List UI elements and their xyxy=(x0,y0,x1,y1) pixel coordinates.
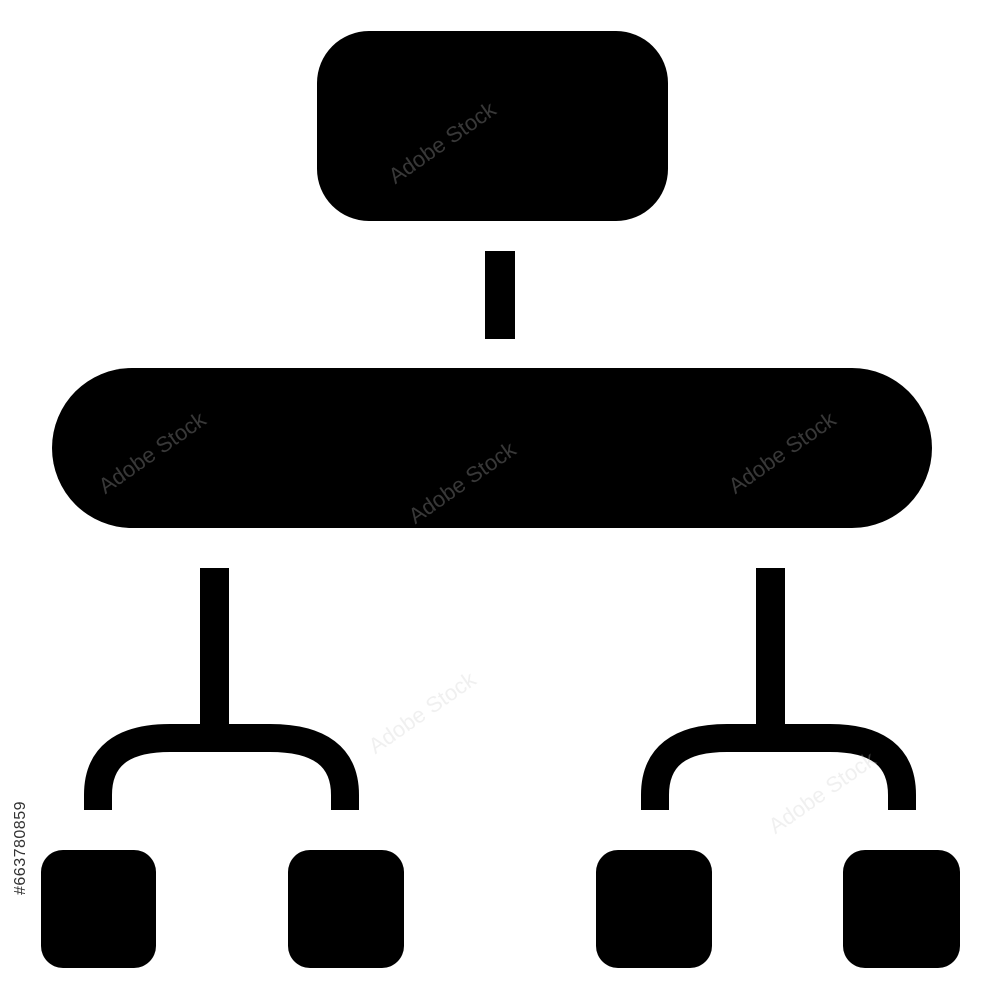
left-branch-arc xyxy=(84,724,359,810)
left-branch-stem xyxy=(200,568,229,728)
right-branch-arc xyxy=(641,724,916,810)
top-node xyxy=(317,31,668,221)
middle-bar-node xyxy=(52,368,932,528)
leaf-node-1 xyxy=(41,850,156,968)
stock-id-label: #663780859 xyxy=(10,758,32,938)
leaf-node-2 xyxy=(288,850,404,968)
right-branch-stem xyxy=(756,568,785,728)
stock-id-text: #663780859 xyxy=(12,801,30,895)
leaf-node-4 xyxy=(843,850,960,968)
top-connector xyxy=(485,251,515,339)
leaf-node-3 xyxy=(596,850,712,968)
